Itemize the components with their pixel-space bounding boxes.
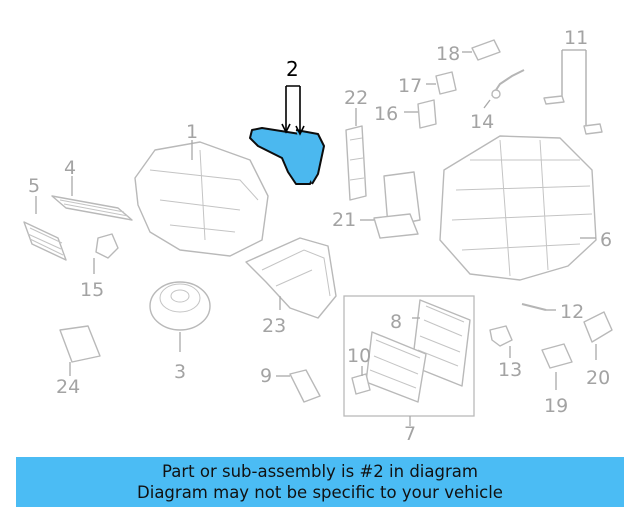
- callout-1[interactable]: 1: [186, 121, 198, 143]
- callout-5[interactable]: 5: [28, 175, 40, 197]
- banner-line-1: Part or sub-assembly is #2 in diagram: [162, 462, 478, 481]
- part-22-drawing: [345, 108, 367, 201]
- callout-7[interactable]: 7: [404, 423, 416, 445]
- part-2-drawing: [249, 85, 325, 185]
- callout-11[interactable]: 11: [564, 27, 588, 49]
- part-23-drawing: [245, 237, 337, 319]
- info-banner: Part or sub-assembly is #2 in diagram Di…: [16, 457, 624, 507]
- part-20-drawing: [583, 311, 613, 360]
- callout-19[interactable]: 19: [544, 395, 568, 417]
- part-9-drawing: [276, 369, 321, 403]
- callout-23[interactable]: 23: [262, 315, 286, 337]
- banner-line-2: Diagram may not be specific to your vehi…: [137, 483, 503, 502]
- callout-2[interactable]: 2: [286, 57, 299, 81]
- part-15-drawing: [93, 233, 119, 274]
- part-13-drawing: [489, 325, 513, 358]
- callout-16[interactable]: 16: [374, 103, 398, 125]
- callout-18[interactable]: 18: [436, 43, 460, 65]
- callout-22[interactable]: 22: [344, 87, 368, 109]
- callout-8[interactable]: 8: [390, 311, 402, 333]
- callout-6[interactable]: 6: [600, 229, 612, 251]
- part-17-drawing: [426, 71, 457, 95]
- part-24-drawing: [59, 325, 101, 376]
- part-16-drawing: [404, 99, 437, 129]
- callout-12[interactable]: 12: [560, 301, 584, 323]
- part-19-drawing: [541, 343, 573, 390]
- part-12-drawing: [521, 303, 556, 311]
- callout-15[interactable]: 15: [80, 279, 104, 301]
- part-4-drawing: [51, 176, 133, 221]
- part-11-drawing: [543, 49, 603, 135]
- callout-13[interactable]: 13: [498, 359, 522, 381]
- part-3-drawing: [149, 281, 211, 352]
- part-21-drawing: [360, 171, 421, 239]
- callout-14[interactable]: 14: [470, 111, 494, 133]
- part-5-drawing: [23, 196, 67, 261]
- callout-20[interactable]: 20: [586, 367, 610, 389]
- part-18-drawing: [462, 39, 501, 61]
- parts-diagram: 5 4 1 15 3 24 2: [23, 27, 613, 445]
- callout-10[interactable]: 10: [347, 345, 371, 367]
- part-6-drawing: [439, 135, 597, 281]
- callout-3[interactable]: 3: [174, 361, 186, 383]
- callout-4[interactable]: 4: [64, 157, 76, 179]
- part-7-group: [343, 295, 475, 426]
- part-1-drawing: [134, 140, 269, 257]
- callout-17[interactable]: 17: [398, 75, 422, 97]
- part-14-drawing: [483, 69, 525, 109]
- callout-24[interactable]: 24: [56, 376, 80, 398]
- callout-9[interactable]: 9: [260, 365, 272, 387]
- callout-21[interactable]: 21: [332, 209, 356, 231]
